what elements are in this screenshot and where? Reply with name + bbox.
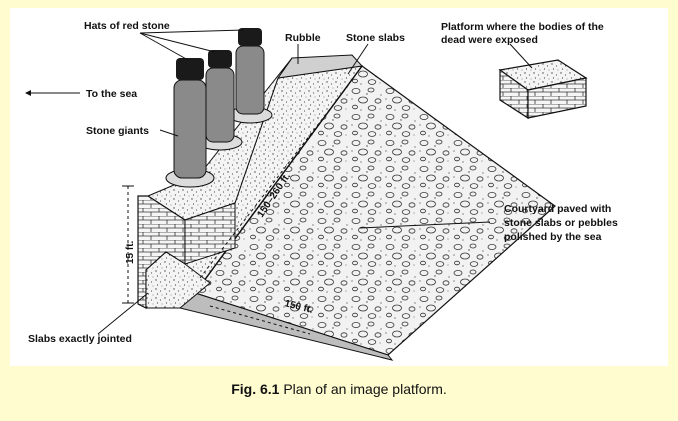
label-to-the-sea: To the sea <box>86 88 137 100</box>
label-hats-of-red-stone: Hats of red stone <box>84 20 170 32</box>
stone-giants <box>165 28 273 188</box>
label-stone-slabs: Stone slabs <box>346 32 405 44</box>
figure-caption-text: Plan of an image platform. <box>279 381 447 397</box>
label-platform-line-2: dead were exposed <box>441 34 538 46</box>
label-stone-giants: Stone giants <box>86 125 149 137</box>
label-courtyard-line-1: Courtyard paved with <box>504 203 611 215</box>
masonry-wall <box>137 195 236 309</box>
label-rubble: Rubble <box>285 32 321 44</box>
image-platform-diagram: Hats of red stone Rubble Stone slabs Pla… <box>25 20 618 361</box>
label-courtyard-line-3: polished by the sea <box>504 231 602 243</box>
stone-giant-middle <box>197 50 243 151</box>
red-stone-hat <box>238 28 262 46</box>
stone-giant-back <box>227 28 273 124</box>
label-platform-line-1: Platform where the bodies of the <box>441 21 604 33</box>
dimension-lines <box>122 82 351 335</box>
stone-giant-front <box>165 58 215 188</box>
figure-caption: Fig. 6.1 Plan of an image platform. <box>0 381 678 397</box>
label-slabs-exactly-jointed: Slabs exactly jointed <box>28 333 132 345</box>
red-stone-hat <box>208 50 232 68</box>
dimension-height: 15 ft. <box>125 240 136 264</box>
label-courtyard-line-2: stone slabs or pebbles <box>504 217 618 229</box>
figure-number: Fig. 6.1 <box>231 381 280 397</box>
figure-panel: Hats of red stone Rubble Stone slabs Pla… <box>10 8 668 366</box>
exposure-platform <box>498 59 588 120</box>
leader-lines <box>97 29 533 335</box>
red-stone-hat <box>176 58 204 80</box>
